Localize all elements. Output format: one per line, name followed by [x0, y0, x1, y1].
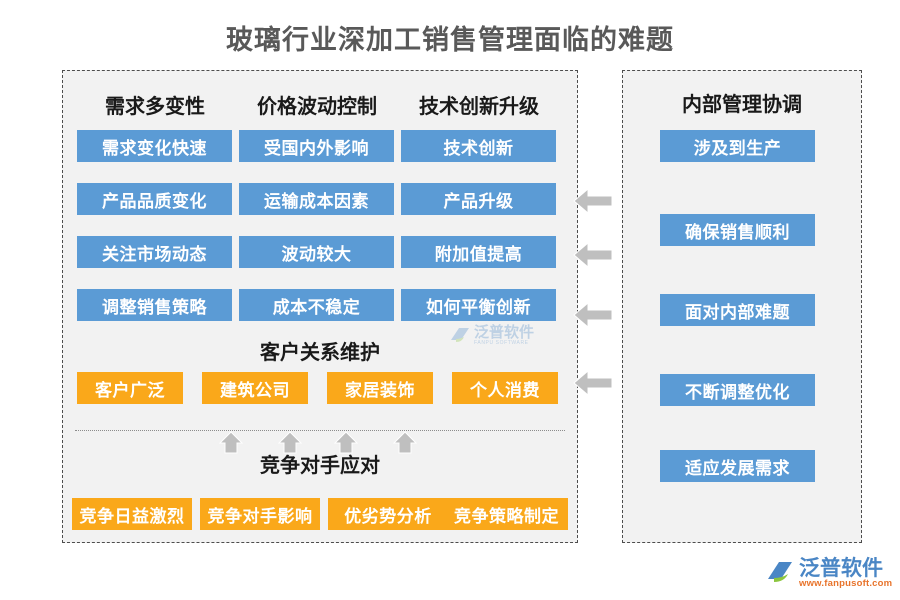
- customer-box-1[interactable]: 建筑公司: [202, 372, 308, 404]
- matrix-box-r2c2[interactable]: 附加值提高: [401, 236, 556, 268]
- matrix-box-r1c2[interactable]: 产品升级: [401, 183, 556, 215]
- arrow-up-icon-2: [333, 430, 359, 456]
- customer-box-3[interactable]: 个人消费: [452, 372, 558, 404]
- arrow-up-icon-1: [277, 430, 303, 456]
- internal-box-3[interactable]: 不断调整优化: [660, 374, 815, 406]
- competitor-box-3[interactable]: 竞争策略制定: [445, 498, 568, 530]
- competitor-box-1[interactable]: 竞争对手影响: [200, 498, 320, 530]
- matrix-box-r2c0[interactable]: 关注市场动态: [77, 236, 232, 268]
- section-heading-internal-management: 内部管理协调: [682, 94, 802, 116]
- matrix-box-r3c1[interactable]: 成本不稳定: [239, 289, 394, 321]
- footer-logo: 泛普软件 www.fanpusoft.com: [765, 552, 895, 594]
- column-heading-price: 价格波动控制: [257, 96, 377, 118]
- column-heading-technology: 技术创新升级: [419, 96, 539, 118]
- arrow-left-icon-3: [572, 368, 614, 398]
- arrow-left-icon-0: [572, 186, 614, 216]
- page-title: 玻璃行业深加工销售管理面临的难题: [226, 25, 674, 55]
- matrix-box-r3c0[interactable]: 调整销售策略: [77, 289, 232, 321]
- matrix-box-r0c1[interactable]: 受国内外影响: [239, 130, 394, 162]
- fanpu-logo-icon: [768, 562, 792, 582]
- customer-box-2[interactable]: 家居装饰: [327, 372, 433, 404]
- matrix-box-r3c2[interactable]: 如何平衡创新: [401, 289, 556, 321]
- section-divider: [75, 430, 565, 431]
- internal-box-4[interactable]: 适应发展需求: [660, 450, 815, 482]
- competitor-box-2[interactable]: 优劣势分析: [328, 498, 448, 530]
- section-heading-competitor: 竞争对手应对: [260, 455, 380, 477]
- arrow-up-icon-0: [218, 430, 244, 456]
- internal-box-2[interactable]: 面对内部难题: [660, 294, 815, 326]
- arrow-left-icon-1: [572, 240, 614, 270]
- footer-logo-url: www.fanpusoft.com: [799, 578, 893, 590]
- matrix-box-r0c0[interactable]: 需求变化快速: [77, 130, 232, 162]
- arrow-up-icon-3: [392, 430, 418, 456]
- footer-logo-name: 泛普软件: [799, 555, 883, 580]
- matrix-box-r1c1[interactable]: 运输成本因素: [239, 183, 394, 215]
- column-heading-demand: 需求多变性: [105, 96, 205, 118]
- arrow-left-icon-2: [572, 300, 614, 330]
- matrix-box-r2c1[interactable]: 波动较大: [239, 236, 394, 268]
- matrix-box-r1c0[interactable]: 产品品质变化: [77, 183, 232, 215]
- internal-box-1[interactable]: 确保销售顺利: [660, 214, 815, 246]
- internal-box-0[interactable]: 涉及到生产: [660, 130, 815, 162]
- competitor-box-0[interactable]: 竞争日益激烈: [72, 498, 192, 530]
- section-heading-customer-relations: 客户关系维护: [260, 342, 380, 364]
- customer-box-0[interactable]: 客户广泛: [77, 372, 183, 404]
- matrix-box-r0c2[interactable]: 技术创新: [401, 130, 556, 162]
